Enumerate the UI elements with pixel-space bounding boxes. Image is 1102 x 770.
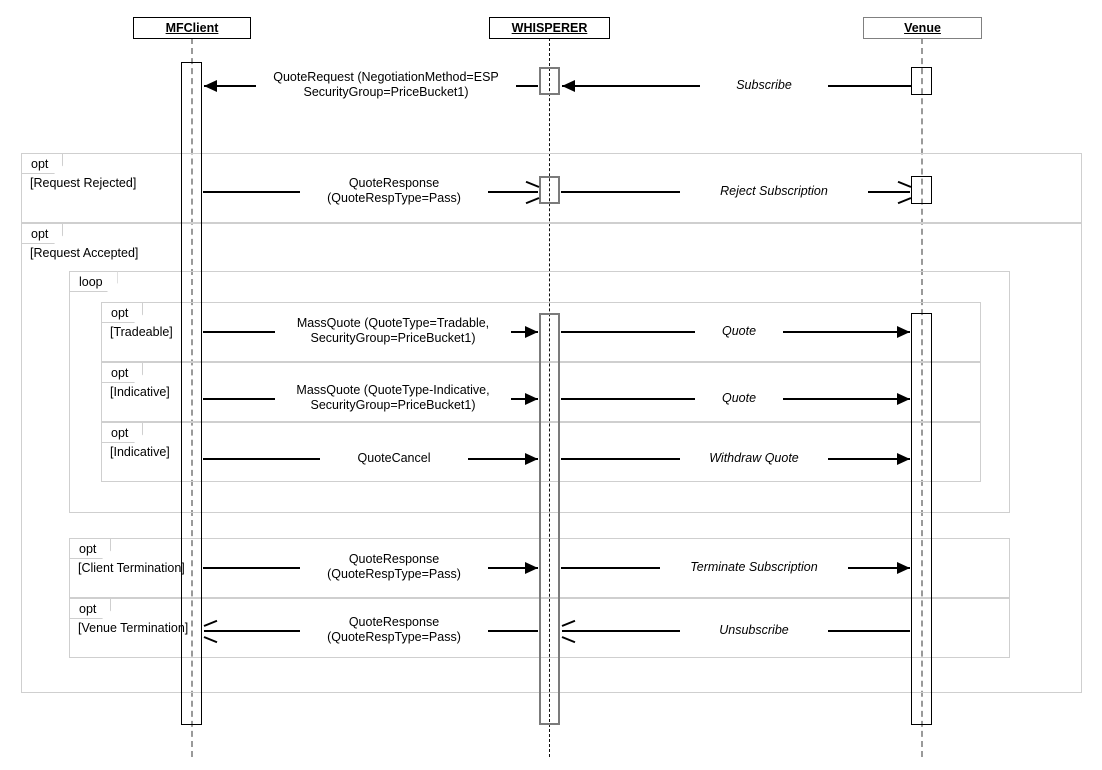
message-label-message-massquote-indicative: MassQuote (QuoteType-Indicative, Securit…	[275, 383, 511, 412]
fragment-guard-label: [Request Rejected]	[30, 176, 137, 190]
activation-whisperer-initial	[539, 67, 560, 95]
message-label-message-massquote-tradable: MassQuote (QuoteType=Tradable, SecurityG…	[275, 316, 511, 345]
lifeline-whisperer	[549, 38, 550, 757]
lifeline-venue	[921, 38, 923, 757]
message-label-message-subscribe: Subscribe	[700, 78, 828, 93]
arrow-head-message-quote-response-client-termination	[525, 561, 538, 574]
fragment-opt-request-accepted: opt [Request Accepted]	[21, 223, 1082, 693]
fragment-opt-request-rejected: opt [Request Rejected]	[21, 153, 1082, 223]
arrow-head-message-quote-response-venue-termination	[204, 625, 217, 638]
fragment-guard-label: [Request Accepted]	[30, 246, 139, 260]
fragment-operator-label: opt	[101, 302, 144, 323]
fragment-guard-label: [Indicative]	[110, 385, 170, 399]
fragment-operator-label: opt	[69, 598, 112, 619]
arrow-head-message-withdraw-quote	[897, 452, 910, 465]
message-label-message-withdraw-quote: Withdraw Quote	[680, 451, 828, 466]
fragment-opt-indicative-quote: opt [Indicative]	[101, 362, 981, 422]
fragment-opt-tradeable: opt [Tradeable]	[101, 302, 981, 362]
fragment-guard-label: [Venue Termination]	[78, 621, 189, 635]
fragment-operator-label: loop	[69, 271, 118, 292]
message-label-message-quote-response-reject: QuoteResponse (QuoteRespType=Pass)	[300, 176, 488, 205]
lifeline-head-mfclient[interactable]: MFClient	[133, 17, 251, 39]
fragment-operator-label: opt	[69, 538, 112, 559]
fragment-operator-label: opt	[101, 422, 144, 443]
arrow-head-message-subscribe	[562, 79, 575, 92]
message-label-message-terminate-subscription: Terminate Subscription	[660, 560, 848, 575]
fragment-operator-label: opt	[101, 362, 144, 383]
lifeline-head-whisperer[interactable]: WHISPERER	[489, 17, 610, 39]
arrow-head-message-terminate-subscription	[897, 561, 910, 574]
arrow-head-message-unsubscribe	[562, 625, 575, 638]
message-label-message-quote-response-venue-termination: QuoteResponse (QuoteRespType=Pass)	[300, 615, 488, 644]
lifeline-label: Venue	[904, 21, 941, 35]
arrow-head-message-massquote-indicative	[525, 392, 538, 405]
fragment-opt-indicative-cancel: opt [Indicative]	[101, 422, 981, 482]
lifeline-label: WHISPERER	[511, 21, 588, 35]
fragment-operator-label: opt	[21, 153, 64, 174]
fragment-guard-label: [Client Termination]	[78, 561, 185, 575]
activation-whisperer-loop	[539, 313, 560, 725]
arrow-head-message-quote-tradable	[897, 325, 910, 338]
arrow-head-message-quote-cancel	[525, 452, 538, 465]
message-label-message-quote-indicative: Quote	[695, 391, 783, 406]
message-label-message-quote-request: QuoteRequest (NegotiationMethod=ESP Secu…	[256, 70, 516, 99]
fragment-guard-label: [Tradeable]	[110, 325, 173, 339]
message-label-message-quote-cancel: QuoteCancel	[320, 451, 468, 466]
activation-mfclient-main	[181, 62, 202, 725]
message-label-message-quote-response-client-termination: QuoteResponse (QuoteRespType=Pass)	[300, 552, 488, 581]
activation-venue-loop	[911, 313, 932, 725]
activation-whisperer-reject	[539, 176, 560, 204]
activation-venue-initial	[911, 67, 932, 95]
message-label-message-unsubscribe: Unsubscribe	[680, 623, 828, 638]
fragment-operator-label: opt	[21, 223, 64, 244]
fragment-guard-label: [Indicative]	[110, 445, 170, 459]
arrow-head-message-quote-indicative	[897, 392, 910, 405]
message-label-message-reject-subscription: Reject Subscription	[680, 184, 868, 199]
lifeline-head-venue[interactable]: Venue	[863, 17, 982, 39]
arrow-head-message-quote-request	[204, 79, 217, 92]
message-label-message-quote-tradable: Quote	[695, 324, 783, 339]
lifeline-mfclient	[191, 38, 193, 757]
arrow-head-message-massquote-tradable	[525, 325, 538, 338]
lifeline-label: MFClient	[165, 21, 219, 35]
arrow-head-message-quote-response-reject	[525, 186, 538, 199]
arrow-head-message-reject-subscription	[897, 186, 910, 199]
activation-venue-reject	[911, 176, 932, 204]
